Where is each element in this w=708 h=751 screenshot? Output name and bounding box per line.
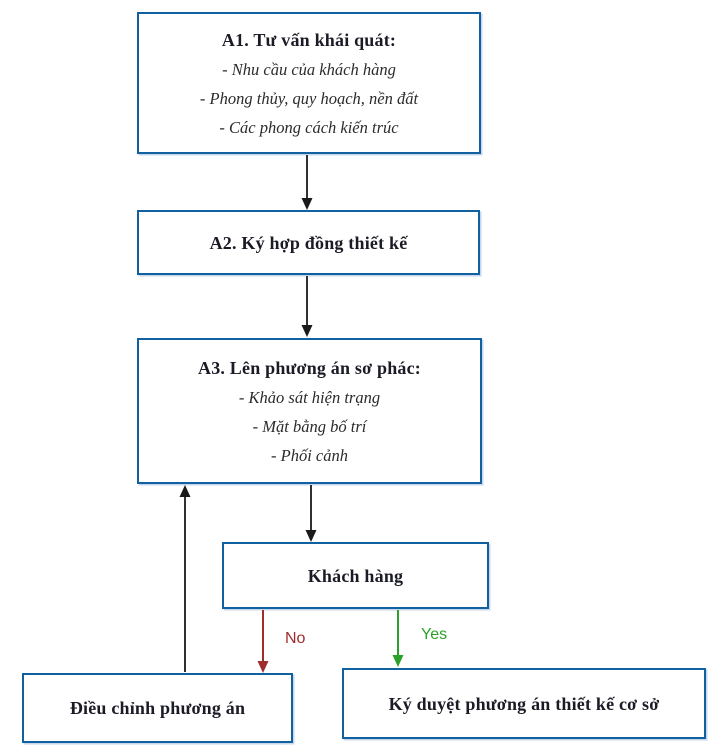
step-a1-item-2: - Phong thủy, quy hoạch, nền đất	[199, 88, 419, 108]
customer-decision-box: Khách hàng	[222, 542, 489, 609]
arrow-a3-to-customer	[305, 485, 317, 542]
adjust-plan-box: Điều chỉnh phương án	[22, 673, 293, 743]
arrow-adjust-to-a3	[179, 485, 191, 672]
no-branch-label: No	[285, 630, 306, 647]
customer-decision-title: Khách hàng	[307, 565, 404, 586]
arrow-yes-customer-to-approve	[392, 610, 404, 667]
step-a1-box: A1. Tư vấn khái quát: - Nhu cầu của khác…	[137, 12, 481, 154]
approve-design-title: Ký duyệt phương án thiết kế cơ sở	[388, 693, 660, 714]
step-a1-item-1: - Nhu cầu của khách hàng	[222, 59, 396, 79]
arrow-a2-to-a3	[301, 276, 313, 337]
adjust-plan-title: Điều chỉnh phương án	[69, 698, 246, 718]
arrow-no-customer-to-adjust	[257, 610, 269, 673]
step-a2-title: A2. Ký hợp đồng thiết kế	[209, 232, 408, 253]
step-a3-item-1: - Khảo sát hiện trạng	[238, 387, 381, 407]
step-a3-title: A3. Lên phương án sơ phác:	[198, 357, 421, 378]
step-a1-item-3: - Các phong cách kiến trúc	[219, 117, 399, 137]
step-a3-box: A3. Lên phương án sơ phác: - Khảo sát hi…	[137, 338, 482, 484]
arrow-a1-to-a2	[301, 155, 313, 210]
yes-branch-label: Yes	[421, 626, 448, 643]
step-a2-box: A2. Ký hợp đồng thiết kế	[137, 210, 480, 275]
approve-design-box: Ký duyệt phương án thiết kế cơ sở	[342, 668, 706, 739]
step-a3-item-3: - Phối cảnh	[271, 445, 348, 465]
step-a1-title: A1. Tư vấn khái quát:	[221, 29, 397, 50]
step-a3-item-2: - Mặt bằng bố trí	[252, 416, 367, 436]
